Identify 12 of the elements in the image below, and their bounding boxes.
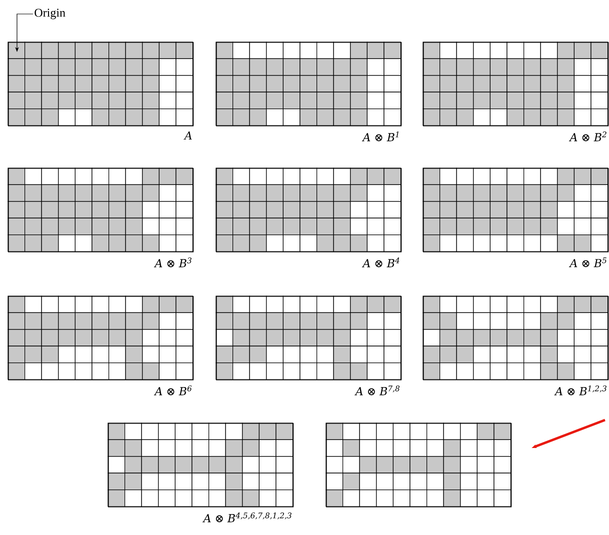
pixel-grid [326,422,512,508]
grid-label: A ⊗ B$^{4,5,6,7,8,1,2,3}$ [202,512,292,522]
origin-label: Origin [34,8,66,20]
grid-label: A ⊗ B$^{1,2,3}$ [554,386,606,396]
grid-label: A ⊗ B$^{2}$ [568,132,606,142]
grid-label: A [184,132,192,140]
grid-label: A ⊗ B$^{1}$ [362,132,398,142]
grid-label: A ⊗ B$^{7,8}$ [354,386,400,396]
grid-label: A ⊗ B$^{4}$ [362,258,400,268]
grid-label: A ⊗ B$^{5}$ [568,258,606,268]
grid-label: A ⊗ B$^{6}$ [154,386,192,396]
grid-label: A ⊗ B$^{3}$ [154,258,192,268]
